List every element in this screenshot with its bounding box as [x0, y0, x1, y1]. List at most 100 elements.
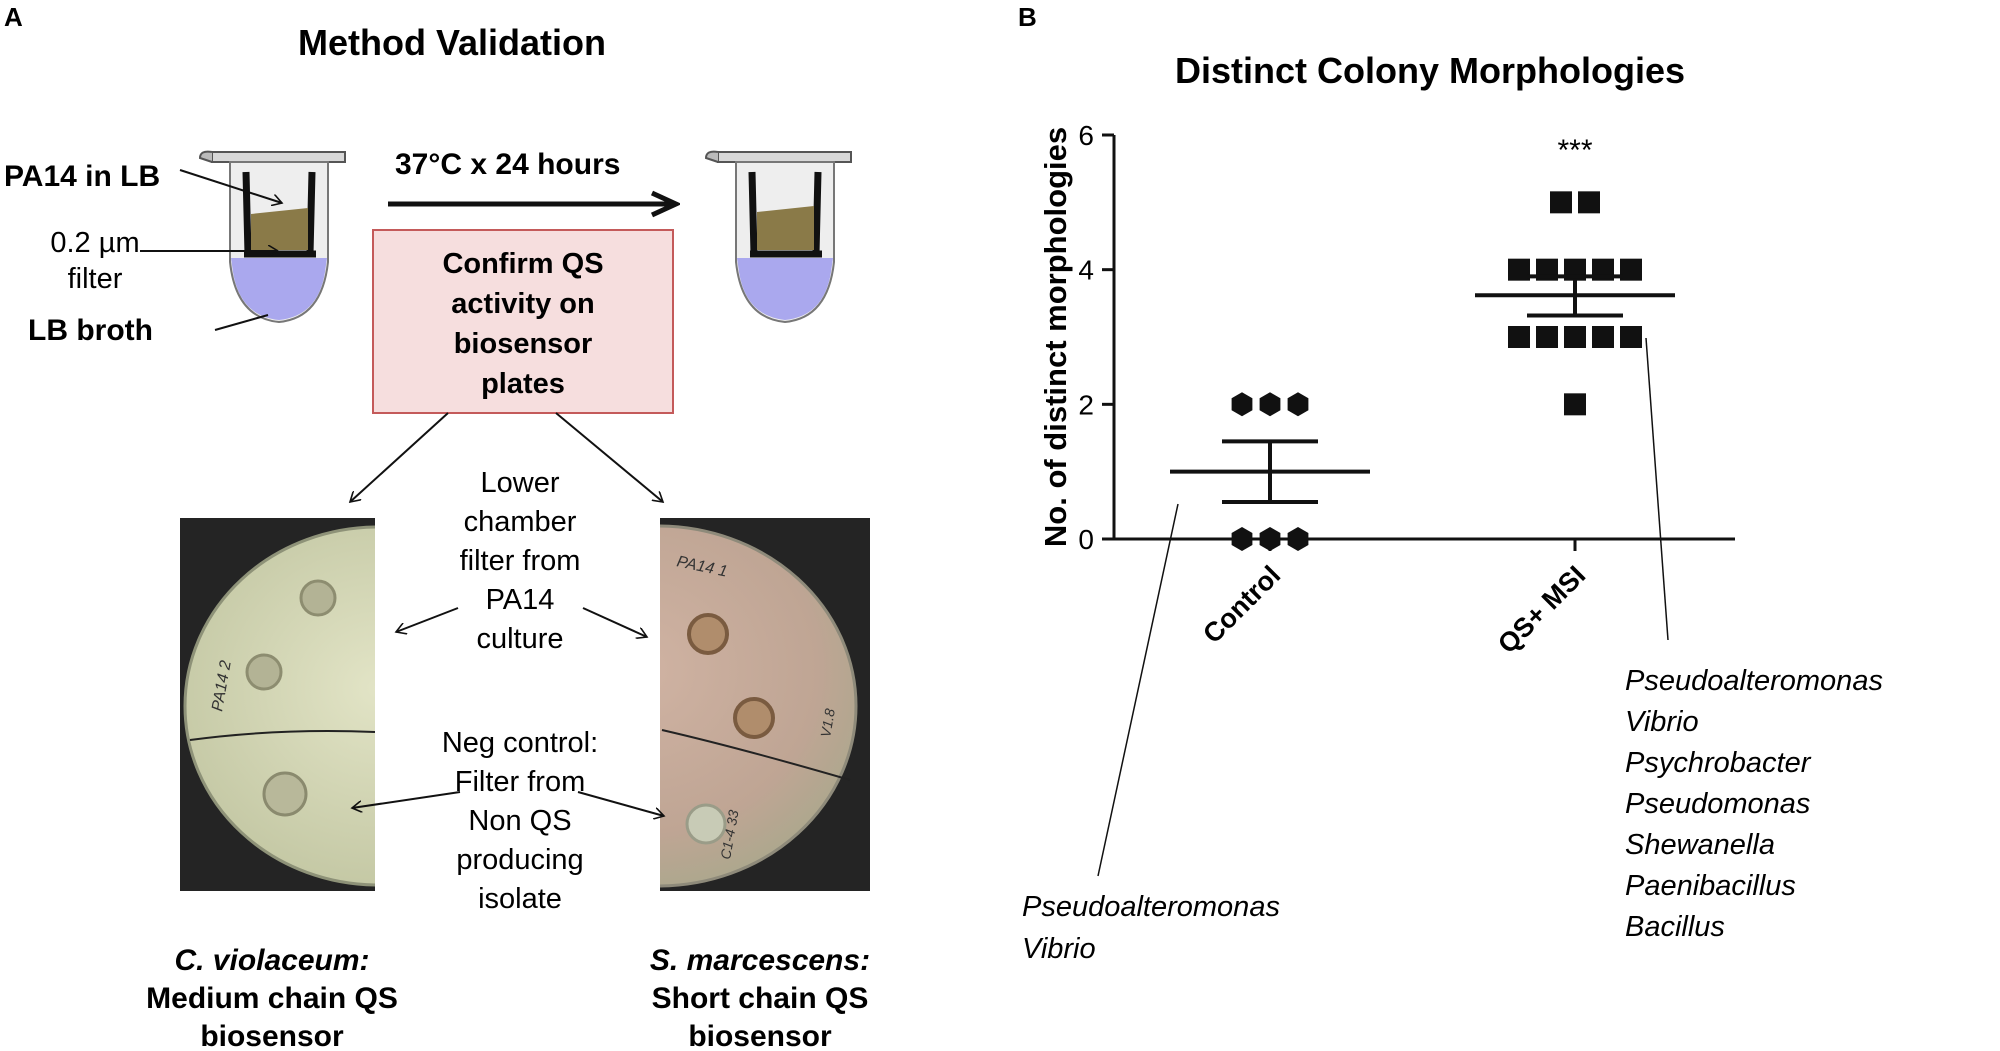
point-control — [1287, 392, 1309, 417]
y-tick-label-0: 0 — [1078, 524, 1094, 555]
tube-left-pa14-culture — [251, 208, 308, 250]
arrow-to-left-plate — [350, 412, 449, 502]
incubation-label: 37°C x 24 hours — [395, 148, 620, 181]
center-upper-line-2: chamber — [464, 506, 577, 538]
tube-right-lb-broth — [737, 258, 833, 320]
confirm-box-line-2: activity on — [451, 288, 594, 320]
point-control — [1259, 392, 1281, 417]
left-caption-species: C. violaceum: — [174, 944, 369, 977]
center-lower-line-3: Non QS — [468, 805, 571, 837]
control-annotation-leader — [1097, 503, 1179, 877]
tube-right-cap-hinge — [704, 150, 719, 163]
qs-msi-genus-4: Pseudomonas — [1625, 788, 1810, 820]
y-tick-label-4: 4 — [1078, 255, 1094, 286]
qs-msi-genus-6: Paenibacillus — [1625, 870, 1796, 902]
control-genus-2: Vibrio — [1022, 933, 1096, 965]
plate-left-spot-upper — [299, 579, 337, 617]
point-qs-msi — [1550, 191, 1572, 214]
data-points — [1231, 191, 1642, 551]
x-ticks: Control QS+ MSI — [1197, 539, 1591, 659]
confirm-box-line-1: Confirm QS — [442, 248, 603, 280]
pa14-pointer — [179, 169, 282, 203]
lb-broth-pointer — [214, 314, 269, 331]
x-category-label-qs-msi: QS+ MSI — [1492, 560, 1591, 659]
panel-b: B Distinct Colony Morphologies No. of di… — [1018, 2, 1883, 965]
panel-a: A Method Validation PA14 in LB 0.2 µm fi… — [4, 2, 870, 1051]
point-qs-msi — [1564, 393, 1586, 416]
confirm-box-line-3: biosensor — [454, 328, 593, 360]
point-qs-msi — [1536, 326, 1558, 348]
tube-right — [704, 150, 852, 324]
y-tick-label-6: 6 — [1078, 120, 1094, 151]
plate-right-side-label: V1.8 — [817, 707, 838, 738]
control-genus-1: Pseudoalteromonas — [1022, 891, 1280, 923]
qs-msi-genus-5: Shewanella — [1625, 829, 1775, 861]
left-caption-line2: Medium chain QS — [146, 982, 398, 1015]
plate-left-spot-middle — [245, 653, 283, 691]
center-upper-line-5: culture — [476, 623, 563, 655]
point-control — [1259, 527, 1281, 551]
qs-msi-genus-2: Vibrio — [1625, 706, 1699, 738]
plate-left-divider-line — [189, 730, 375, 741]
arrow-lower-to-left-plate — [352, 791, 461, 808]
arrow-upper-to-right-plate — [582, 607, 647, 637]
center-upper-line-3: filter from — [460, 545, 581, 577]
plate-left-spot-lower — [262, 771, 308, 817]
plate-left-photo: PA14 2 — [180, 518, 375, 891]
center-lower-line-1: Neg control: — [442, 727, 598, 759]
y-tick-label-2: 2 — [1078, 389, 1094, 420]
x-category-label-control: Control — [1197, 560, 1286, 649]
qs-msi-genus-3: Psychrobacter — [1625, 747, 1812, 779]
panel-a-label: A — [4, 2, 23, 32]
tube-right-cap — [717, 151, 852, 163]
tube-left-lb-broth — [231, 258, 327, 320]
tube-left-cap — [211, 151, 346, 163]
arrow-upper-to-left-plate — [396, 607, 459, 632]
qs-msi-genus-7: Bacillus — [1625, 911, 1725, 943]
point-qs-msi — [1578, 191, 1600, 214]
arrow-to-right-plate — [555, 412, 663, 502]
filter-label-line1: 0.2 µm — [50, 227, 139, 259]
y-axis-label: No. of distinct morphologies — [1038, 127, 1073, 547]
point-qs-msi — [1620, 258, 1642, 281]
lb-broth-label: LB broth — [28, 314, 153, 347]
tube-right-pa14-culture — [757, 206, 814, 250]
plate-right-divider-line — [661, 729, 851, 781]
chart-title: Distinct Colony Morphologies — [1175, 50, 1685, 91]
panel-b-label: B — [1018, 2, 1037, 32]
tube-left-cap-hinge — [198, 150, 213, 163]
point-control — [1231, 527, 1253, 551]
point-qs-msi — [1592, 326, 1614, 348]
pa14-in-lb-label: PA14 in LB — [4, 160, 160, 193]
plate-right-spot-middle — [733, 697, 775, 739]
center-upper-line-1: Lower — [481, 467, 560, 499]
confirm-box-line-4: plates — [481, 368, 565, 400]
plate-right-spot-lower — [685, 803, 727, 845]
right-caption-line2: Short chain QS — [652, 982, 869, 1015]
center-lower-line-4: producing — [456, 844, 583, 876]
left-caption-line3: biosensor — [200, 1020, 344, 1051]
center-upper-line-4: PA14 — [486, 584, 555, 616]
point-qs-msi — [1508, 326, 1530, 348]
right-caption-line3: biosensor — [688, 1020, 832, 1051]
point-qs-msi — [1508, 258, 1530, 281]
center-lower-line-5: isolate — [478, 883, 562, 915]
point-qs-msi — [1564, 326, 1586, 348]
arrow-lower-to-right-plate — [577, 791, 664, 816]
y-ticks: 0 2 4 6 — [1078, 120, 1114, 555]
filter-label-line2: filter — [68, 263, 123, 295]
tube-left — [198, 150, 346, 324]
point-control — [1287, 527, 1309, 551]
plate-left-agar — [183, 525, 375, 887]
right-caption-species: S. marcescens: — [650, 944, 870, 977]
plate-right-spot-upper — [687, 613, 729, 655]
qs-msi-genus-1: Pseudoalteromonas — [1625, 665, 1883, 697]
center-lower-line-2: Filter from — [455, 766, 586, 798]
confirm-qs-box — [372, 229, 674, 414]
point-control — [1231, 392, 1253, 417]
panel-a-title: Method Validation — [298, 22, 606, 63]
mean-sem-bars — [1170, 274, 1675, 504]
plate-right-photo: PA14 1 V1.8 C1-4 33 — [660, 518, 870, 891]
significance-marker: *** — [1557, 134, 1592, 167]
